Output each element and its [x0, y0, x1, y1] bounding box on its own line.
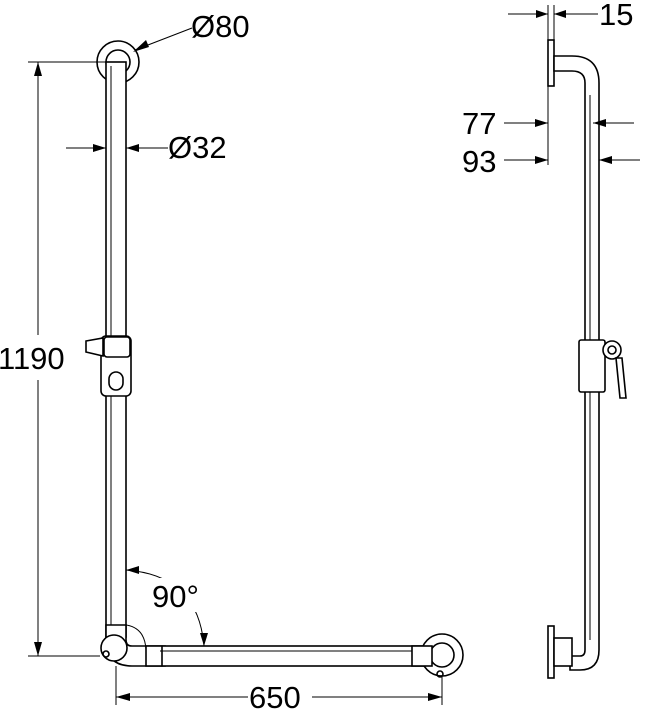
shower-holder [85, 335, 132, 397]
side-bottom-wall-plate [547, 625, 573, 679]
angle-label: 90° [152, 579, 199, 614]
horizontal-length-dimension: 650 [115, 666, 443, 710]
horizontal-length-label: 650 [249, 680, 301, 710]
horizontal-tube [145, 645, 429, 667]
angle-dimension: 90° [125, 566, 208, 647]
outer-projection-dimension: 93 [462, 144, 640, 179]
vertical-length-label: 1190 [0, 341, 65, 376]
outer-projection-label: 93 [462, 144, 496, 179]
flange-depth-dimension: 15 [508, 0, 633, 40]
side-view: 15 77 93 [462, 0, 640, 679]
right-wall-flange [411, 633, 464, 678]
vertical-length-dimension: 1190 [0, 61, 118, 657]
front-view: Ø80 Ø32 1190 650 [0, 9, 464, 710]
inner-projection-dimension: 77 [462, 86, 634, 165]
inner-projection-label: 77 [462, 106, 496, 141]
side-shower-holder [578, 339, 627, 399]
flange-depth-label: 15 [599, 0, 633, 32]
flange-diameter-dimension: Ø80 [133, 9, 250, 52]
flange-diameter-label: Ø80 [191, 9, 250, 44]
tube-diameter-dimension: Ø32 [66, 130, 227, 165]
side-wall-plate [547, 39, 555, 87]
tube-diameter-label: Ø32 [168, 130, 227, 165]
